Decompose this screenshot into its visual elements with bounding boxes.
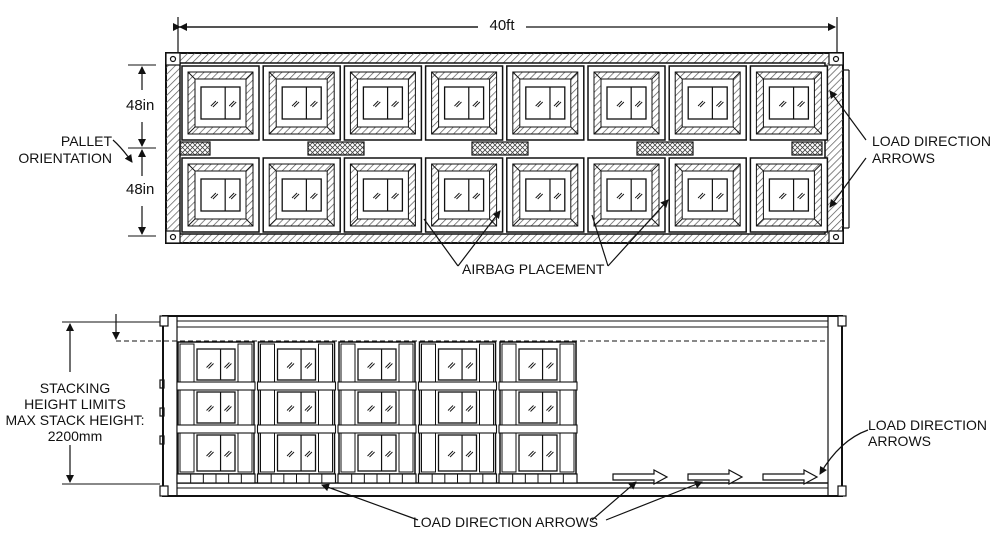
window-icon — [518, 434, 558, 472]
pallet — [181, 65, 260, 141]
pallet-stack — [256, 341, 337, 484]
pallet-stack — [337, 341, 417, 484]
window-icon — [196, 434, 236, 472]
direction-arrow-icon — [612, 468, 669, 486]
pallet — [343, 65, 423, 141]
pallet-base — [417, 473, 498, 484]
pallet — [343, 157, 423, 233]
direction-arrow-icon — [762, 468, 819, 486]
window-icon — [196, 348, 236, 381]
airbag-icon — [791, 141, 823, 156]
pallet-base — [176, 473, 256, 484]
pallet — [668, 65, 747, 141]
window-icon — [276, 391, 317, 424]
length-label: 40ft — [489, 17, 515, 34]
airbag-icon — [636, 141, 694, 156]
pallet — [749, 65, 829, 141]
window-icon — [606, 178, 647, 212]
side-corner-fittings — [159, 315, 847, 497]
top-load-direction-label-2: ARROWS — [872, 150, 935, 166]
stacking-label-2: HEIGHT LIMITS — [24, 396, 126, 412]
pallet — [424, 157, 504, 233]
pallet — [587, 157, 666, 233]
window-icon — [443, 86, 485, 120]
airbag-icon — [307, 141, 365, 156]
side-container-outline — [162, 315, 843, 497]
window-icon — [357, 391, 397, 424]
top-pallet-grid — [181, 65, 829, 233]
window-icon — [525, 178, 566, 212]
window-icon — [768, 178, 810, 212]
window-icon — [357, 434, 397, 472]
pallet — [587, 65, 666, 141]
pallet — [506, 157, 585, 233]
width-label-upper: 48in — [126, 97, 155, 114]
corner-fittings — [165, 52, 844, 244]
pallet — [506, 65, 585, 141]
window-icon — [525, 86, 566, 120]
pallet-orientation-label-2: ORIENTATION — [18, 150, 112, 166]
window-icon — [443, 178, 485, 212]
window-icon — [518, 391, 558, 424]
top-load-direction-label-1: LOAD DIRECTION — [872, 133, 992, 149]
pallet-base — [498, 473, 578, 484]
pallet-base — [256, 473, 337, 484]
pallet — [181, 157, 260, 233]
floor-arrows — [612, 468, 819, 486]
window-icon — [606, 86, 647, 120]
window-icon — [281, 178, 322, 212]
pallet-stack — [498, 341, 578, 484]
airbag-placement-label: AIRBAG PLACEMENT — [462, 261, 605, 277]
pallet — [749, 157, 829, 233]
window-icon — [687, 86, 728, 120]
side-pallet-stacks — [176, 341, 578, 484]
airbag-icon — [179, 141, 211, 156]
bottom-load-direction-label: LOAD DIRECTION ARROWS — [413, 514, 599, 530]
window-icon — [687, 178, 728, 212]
window-icon — [768, 86, 810, 120]
pallet — [262, 157, 341, 233]
side-view — [62, 314, 869, 521]
pallet — [668, 157, 747, 233]
window-icon — [276, 348, 317, 381]
pallet-stack — [176, 341, 256, 484]
pallet-orientation-label-1: PALLET — [60, 133, 112, 149]
side-load-direction-label-2: ARROWS — [868, 433, 931, 449]
top-view — [112, 17, 867, 267]
stacking-label-4: 2200mm — [47, 428, 103, 444]
window-icon — [196, 391, 236, 424]
airbag-icon — [471, 141, 529, 156]
stacking-label-1: STACKING — [39, 380, 111, 396]
width-label-lower: 48in — [126, 181, 155, 198]
window-icon — [200, 178, 241, 212]
window-icon — [437, 348, 478, 381]
window-icon — [437, 391, 478, 424]
side-load-direction-label-1: LOAD DIRECTION — [868, 417, 988, 433]
direction-arrow-icon — [687, 468, 744, 486]
pallet-stack — [417, 341, 498, 484]
stacking-label-3: MAX STACK HEIGHT: — [5, 412, 145, 428]
window-icon — [437, 434, 478, 472]
window-icon — [357, 348, 397, 381]
pallet-base — [337, 473, 417, 484]
window-icon — [362, 86, 404, 120]
window-icon — [281, 86, 322, 120]
pallet — [262, 65, 341, 141]
pallet — [424, 65, 504, 141]
window-icon — [276, 434, 317, 472]
window-icon — [518, 348, 558, 381]
airbags — [179, 141, 823, 156]
window-icon — [200, 86, 241, 120]
window-icon — [362, 178, 404, 212]
